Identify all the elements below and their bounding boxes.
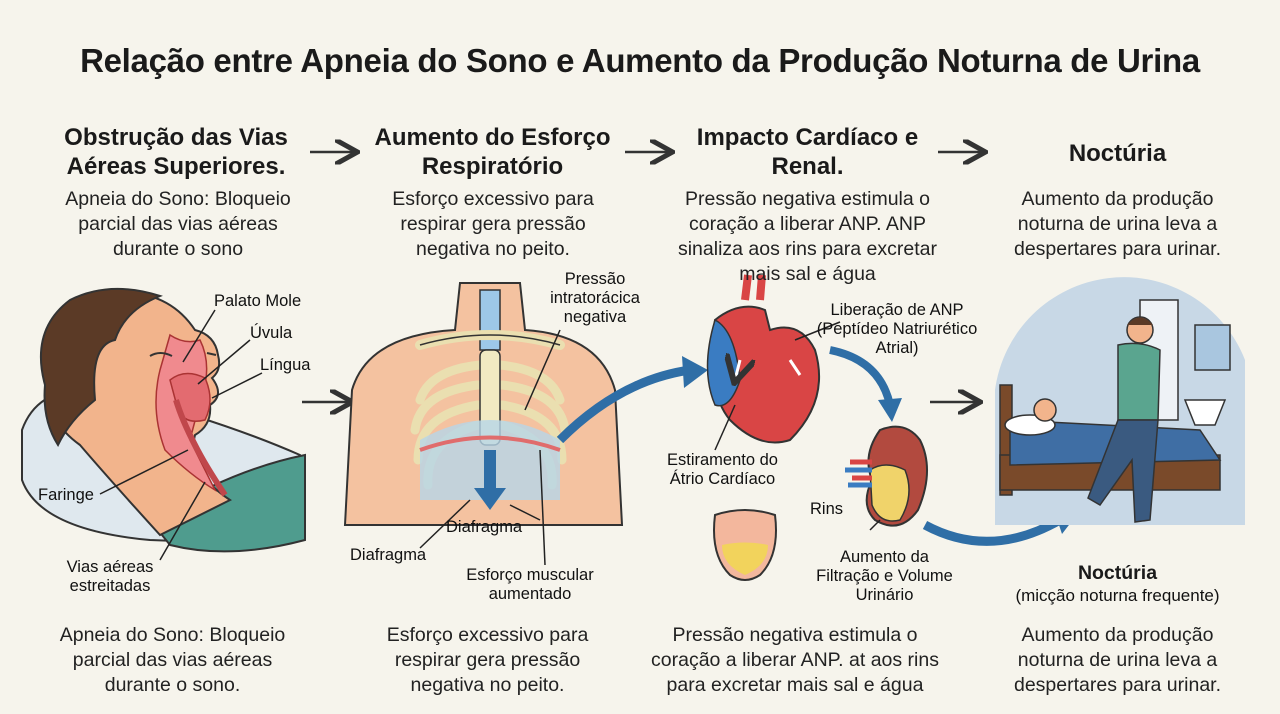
heart-leader-lines [714,321,841,451]
step-3-caption: Pressão negativa estimula o coração a li… [651,624,939,696]
step-2-description: Esforço excessivo para respirar gera pre… [392,188,594,260]
label-diafragma-center: Diafragma [446,518,523,536]
bladder-illustration [713,509,777,581]
bedroom-illustration [995,277,1245,525]
head-illustration [21,287,307,553]
heart-illustration [706,274,821,444]
label-pressao-intratoracica: Pressão intratorácica negativa [550,270,640,326]
step-1-heading: Obstrução das Vias Aéreas Superiores. [64,124,288,180]
heart-to-kidney-arrow [829,346,894,406]
label-esforco-muscular: Esforço muscular aumentado [466,566,594,603]
step-4-heading: Noctúria [1068,140,1167,167]
label-nocturia: Noctúria [1077,562,1158,584]
step-1-caption: Apneia do Sono: Bloqueio parcial das via… [59,624,286,696]
step-3-description: Pressão negativa estimula o coração a li… [677,188,938,285]
chest-illustration [343,282,624,526]
step-1-description: Apneia do Sono: Bloqueio parcial das via… [65,188,291,260]
label-diafragma-left: Diafragma [350,546,427,564]
page-title: Relação entre Apneia do Sono e Aumento d… [80,42,1200,79]
label-liberacao-anp: Liberação de ANP (Peptídeo Natriurético … [816,301,978,357]
kidney-to-bedroom-arrow [922,516,1063,546]
step-2-heading: Aumento do Esforço Respiratório [374,124,611,180]
step-2-caption: Esforço excessivo para respirar gera pre… [386,624,589,696]
kidney-illustration [845,425,929,527]
flow-arrows [302,152,983,402]
chest-to-heart-arrow [556,365,691,444]
label-rins: Rins [810,500,844,518]
kidney-leader-line [869,519,881,531]
head-leader-lines [99,309,263,561]
step-3-heading: Impacto Cardíaco e Renal. [696,124,919,180]
step-4-caption: Aumento da produção noturna de urina lev… [1013,624,1222,696]
label-estiramento-atrio: Estiramento do Átrio Cardíaco [667,451,778,488]
label-palato-mole: Palato Mole [214,292,302,310]
label-faringe: Faringe [38,486,94,504]
label-uvula: Úvula [250,324,293,342]
chest-leader-lines [419,329,561,566]
label-vias-aereas: Vias aéreas estreitadas [66,558,154,595]
label-filtracao: Aumento da Filtração e Volume Urinário [816,548,953,604]
label-miccao-noturna: (micção noturna frequente) [1015,586,1220,605]
label-lingua: Língua [260,356,311,374]
step-4-description: Aumento da produção noturna de urina lev… [1013,188,1222,260]
